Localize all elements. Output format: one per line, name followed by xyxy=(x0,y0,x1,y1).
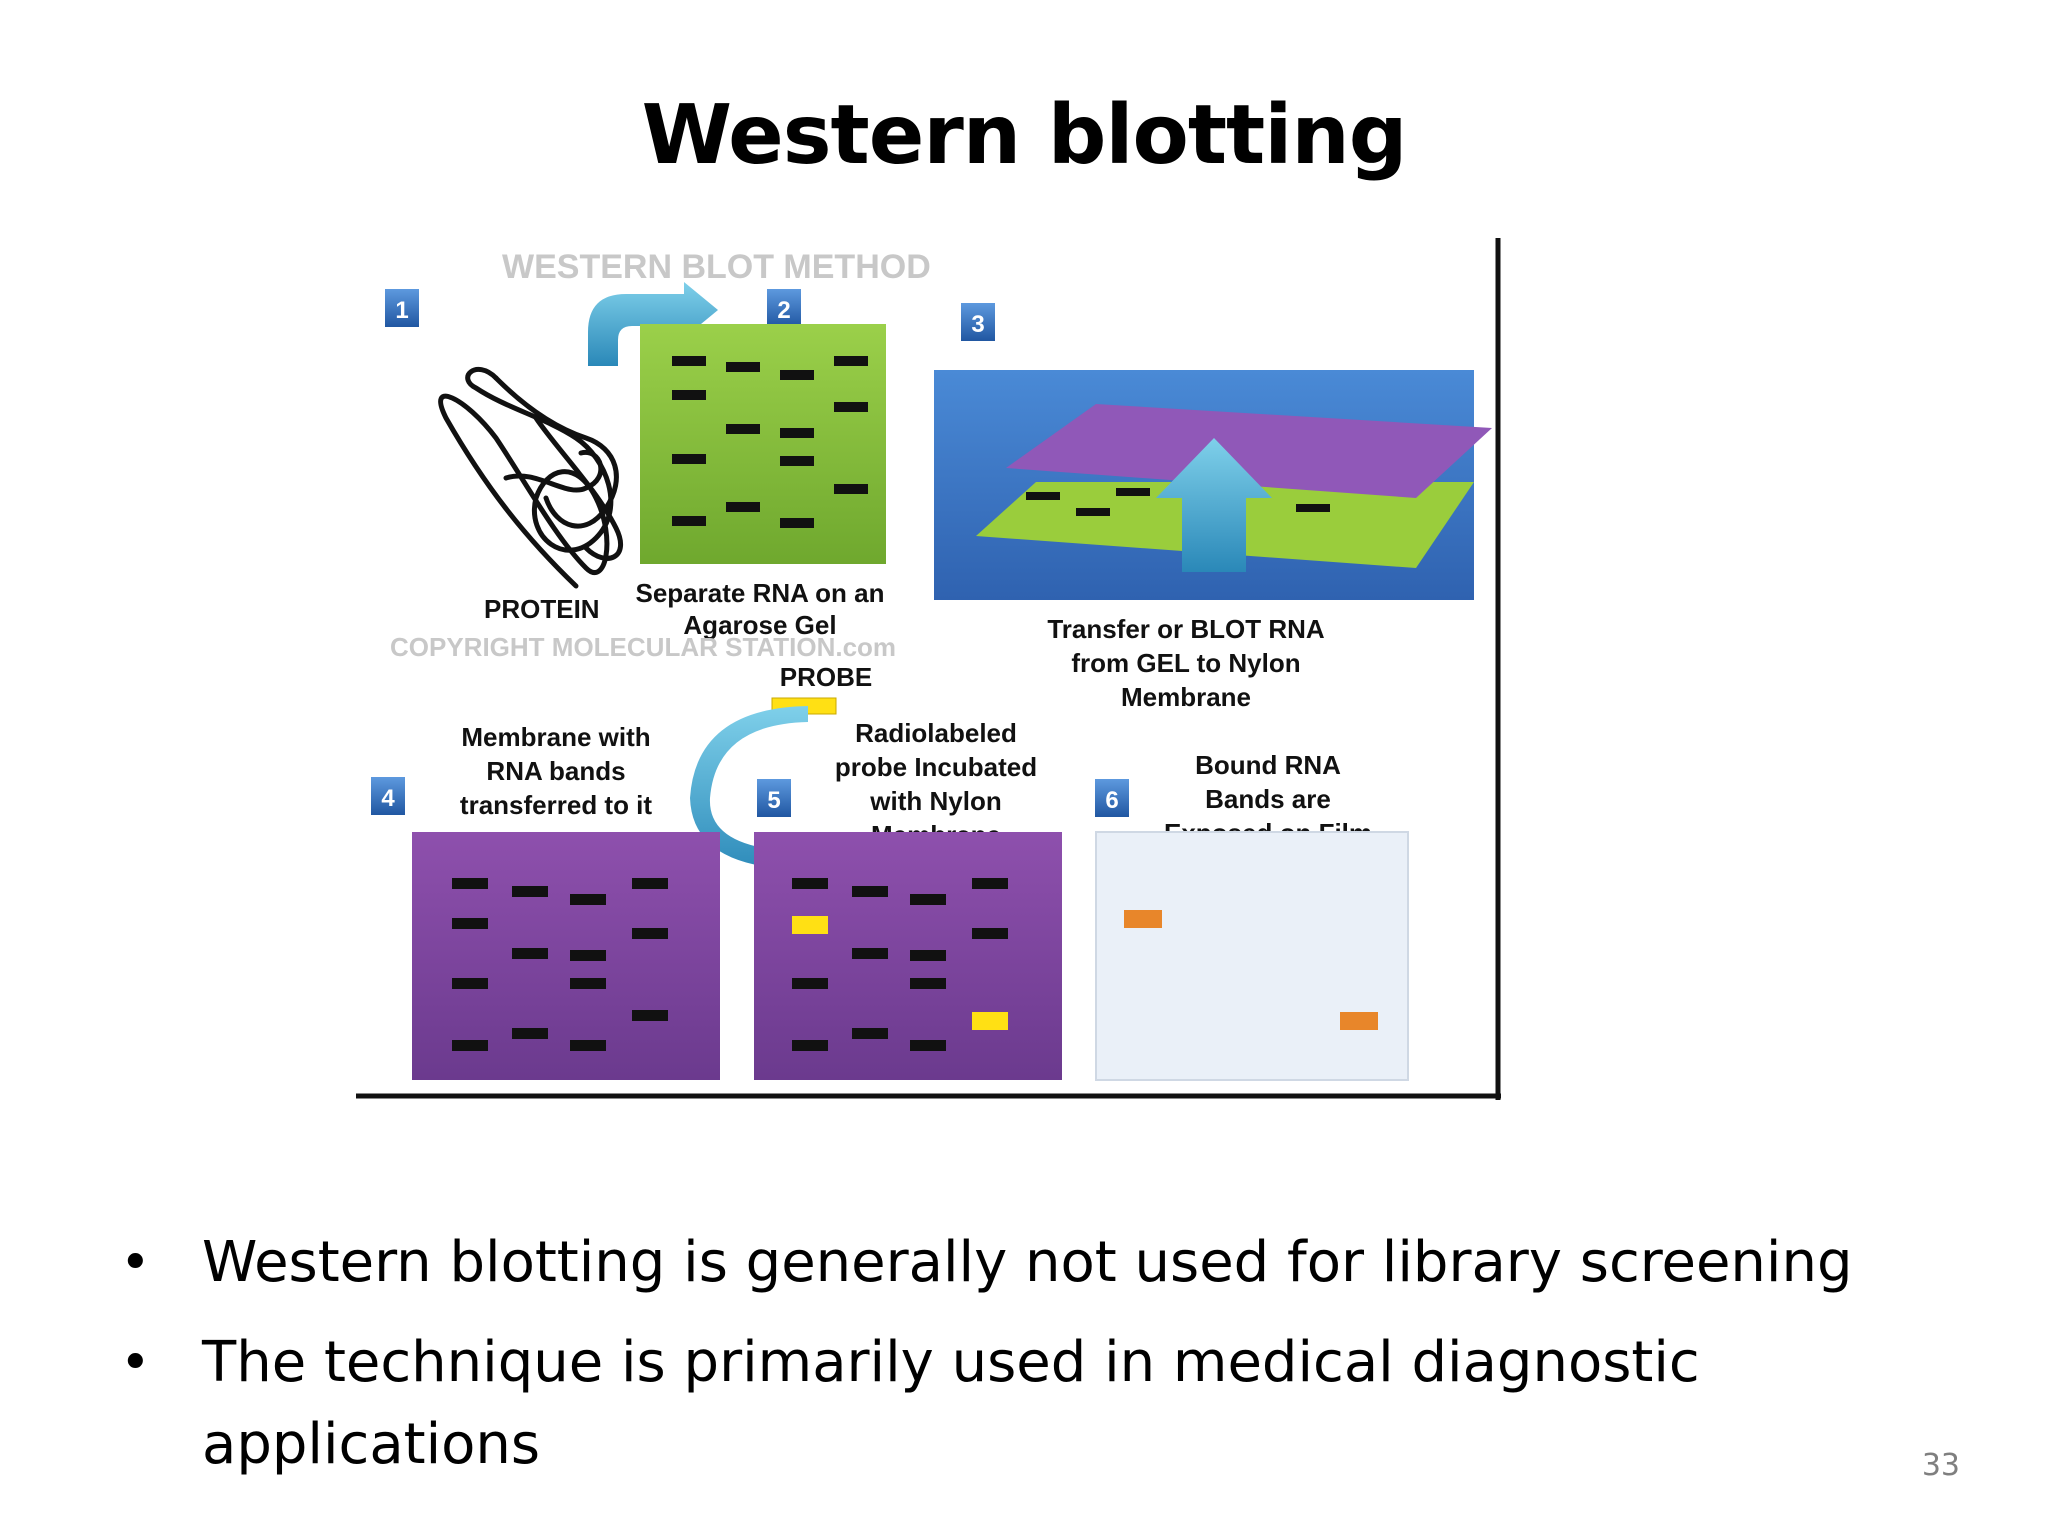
step-4-caption-line-3: transferred to it xyxy=(460,790,652,820)
page-number: 33 xyxy=(1921,1448,1960,1483)
probe-label: PROBE xyxy=(780,662,872,692)
film-band-1 xyxy=(1124,910,1162,928)
step-3-caption-line-2: from GEL to Nylon xyxy=(1071,648,1300,678)
membrane-4-bands xyxy=(452,878,668,1051)
bullet-text: The technique is primarily used in medic… xyxy=(202,1330,1700,1477)
probe-bound-band-1 xyxy=(792,916,828,934)
step-2-caption-line-1: Separate RNA on an xyxy=(636,578,885,608)
step-3-number: 3 xyxy=(971,311,984,338)
step-1-number: 1 xyxy=(395,297,408,324)
step-6-caption-line-1: Bound RNA xyxy=(1195,750,1341,780)
nylon-membrane-4 xyxy=(412,832,720,1080)
step-1-badge: 1 xyxy=(383,287,421,329)
slide-title: Western blotting xyxy=(641,88,1408,183)
copyright-watermark: COPYRIGHT MOLECULAR STATION.com xyxy=(390,632,896,662)
western-blot-diagram: WESTERN BLOT METHOD 1 PROTEIN 2 xyxy=(356,238,1508,1104)
bullet-item: • The technique is primarily used in med… xyxy=(120,1322,1880,1486)
step-6-badge: 6 xyxy=(1093,777,1131,819)
film-band-2 xyxy=(1340,1012,1378,1030)
step-5-caption-line-2: probe Incubated xyxy=(835,752,1037,782)
probe-bound-band-2 xyxy=(972,1012,1008,1030)
step-5-caption-line-1: Radiolabeled xyxy=(855,718,1017,748)
transfer-membrane-layer xyxy=(1006,404,1492,498)
bullet-text: Western blotting is generally not used f… xyxy=(202,1230,1853,1295)
gel-bands xyxy=(672,356,868,528)
nylon-membrane-5 xyxy=(754,832,1062,1080)
step-3-badge: 3 xyxy=(959,301,997,343)
step-2-caption-line-2: Agarose Gel xyxy=(683,610,836,640)
membrane-5-bands xyxy=(792,878,1008,1051)
step-3-caption-line-3: Membrane xyxy=(1121,682,1251,712)
figure-header: WESTERN BLOT METHOD xyxy=(502,248,931,286)
x-ray-film xyxy=(1095,831,1409,1081)
step-4-number: 4 xyxy=(381,785,395,812)
bullet-item: • Western blotting is generally not used… xyxy=(120,1222,1880,1304)
step-4-caption-line-1: Membrane with xyxy=(461,722,650,752)
step-2-number: 2 xyxy=(777,297,790,324)
step-5-number: 5 xyxy=(767,787,780,814)
step-1-caption: PROTEIN xyxy=(484,594,600,624)
bullet-list: • Western blotting is generally not used… xyxy=(120,1222,1880,1504)
step-6-number: 6 xyxy=(1105,787,1118,814)
step-6-caption-line-2: Bands are xyxy=(1205,784,1331,814)
step-4-caption-line-2: RNA bands xyxy=(486,756,625,786)
bullet-dot-icon: • xyxy=(120,1333,151,1393)
bullet-dot-icon: • xyxy=(120,1233,151,1293)
step-5-caption-line-3: with Nylon xyxy=(869,786,1001,816)
protein-scribble-icon xyxy=(438,366,624,589)
step-5-badge: 5 xyxy=(755,777,793,819)
transfer-up-arrow-icon xyxy=(1156,438,1272,572)
step-3-caption-line-1: Transfer or BLOT RNA xyxy=(1047,614,1325,644)
step-4-badge: 4 xyxy=(369,775,407,817)
step-2-badge: 2 xyxy=(765,287,803,329)
